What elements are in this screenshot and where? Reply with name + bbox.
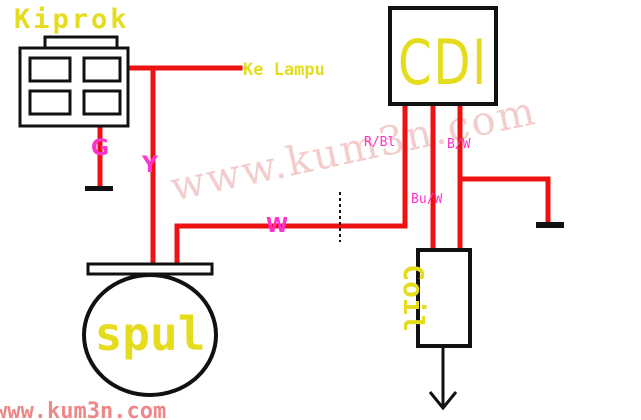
- coil-label: Coil: [397, 264, 430, 331]
- spul-plate: [86, 262, 214, 276]
- wire-b-w-ground: [457, 176, 551, 225]
- cdi-box: [388, 6, 498, 106]
- spul-body: [82, 273, 218, 397]
- wire-label-y: Y: [141, 153, 159, 178]
- ground-symbol-kiprok: [85, 186, 113, 191]
- cdi-label: CDI: [398, 27, 488, 99]
- spul-label: spul: [95, 307, 206, 361]
- watermark-diagonal: www.kum3n.com: [166, 88, 540, 211]
- ground-symbol-coil: [536, 222, 564, 228]
- wire-label-r-bl: R/Bl: [364, 135, 395, 150]
- ke-lampu-label: Ke Lampu: [243, 60, 325, 80]
- watermark-corner: www.kum3n.com: [0, 399, 166, 420]
- kiprok-connector: [18, 35, 130, 128]
- wire-w: [174, 101, 408, 269]
- kiprok-label: Kiprok: [14, 4, 130, 35]
- wire-label-w: W: [266, 213, 288, 237]
- coil-box: [416, 248, 472, 348]
- wire-label-bu-w: Bu/W: [411, 192, 442, 207]
- wire-label-g: G: [91, 136, 109, 161]
- spark-output-arrow: [428, 348, 458, 411]
- wire-label-b-w: B/W: [447, 137, 471, 152]
